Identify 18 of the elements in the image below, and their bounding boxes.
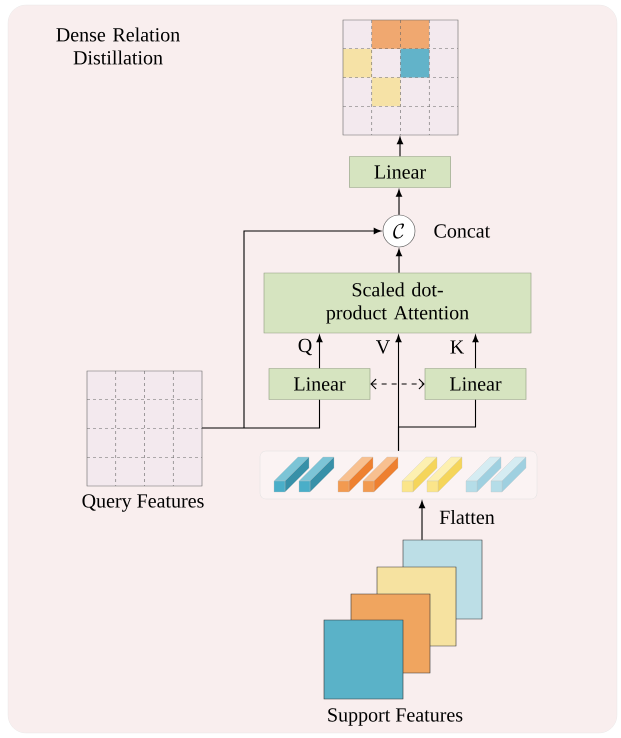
arrow <box>316 334 323 368</box>
flattened-vectors-drawing <box>260 450 538 500</box>
linear-box: Linear <box>268 368 370 400</box>
arrow <box>396 248 402 273</box>
operation-label: Concat <box>434 224 490 238</box>
linear-box: Linear <box>424 368 526 400</box>
arrow <box>418 500 426 540</box>
arrow <box>472 334 479 368</box>
arrow <box>396 136 404 156</box>
node-label: Query Features <box>82 494 204 512</box>
arrow <box>370 378 425 390</box>
title: Dense Relation Distillation <box>56 27 180 65</box>
edge-label: Flatten <box>438 508 496 526</box>
attention-box: Scaled dot-product Attention <box>264 272 532 334</box>
arrow <box>396 189 402 215</box>
node-label: Support Features <box>328 708 462 726</box>
linear-box: Linear <box>349 156 451 188</box>
output-grid-drawing <box>342 20 458 136</box>
